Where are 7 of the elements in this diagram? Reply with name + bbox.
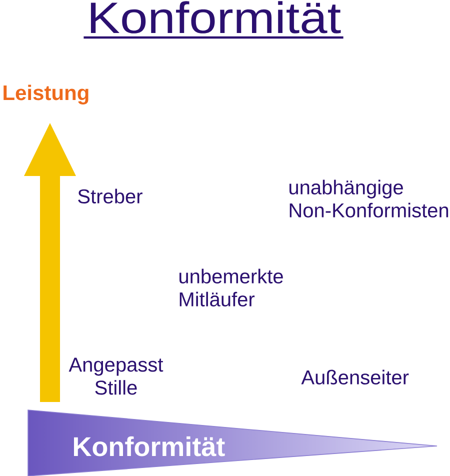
- quadrant-label: unabhängige Non-Konformisten: [290, 180, 448, 218]
- axis-label: Leistung: [4, 84, 88, 104]
- wedge-band: Konformität: [28, 410, 438, 476]
- quadrant-label: Außenseiter: [301, 370, 409, 384]
- quadrant-label: unbemerkte Mitläufer: [180, 268, 283, 306]
- quadrant-label: Streber: [78, 188, 142, 204]
- title: Konformität: [84, 1, 344, 39]
